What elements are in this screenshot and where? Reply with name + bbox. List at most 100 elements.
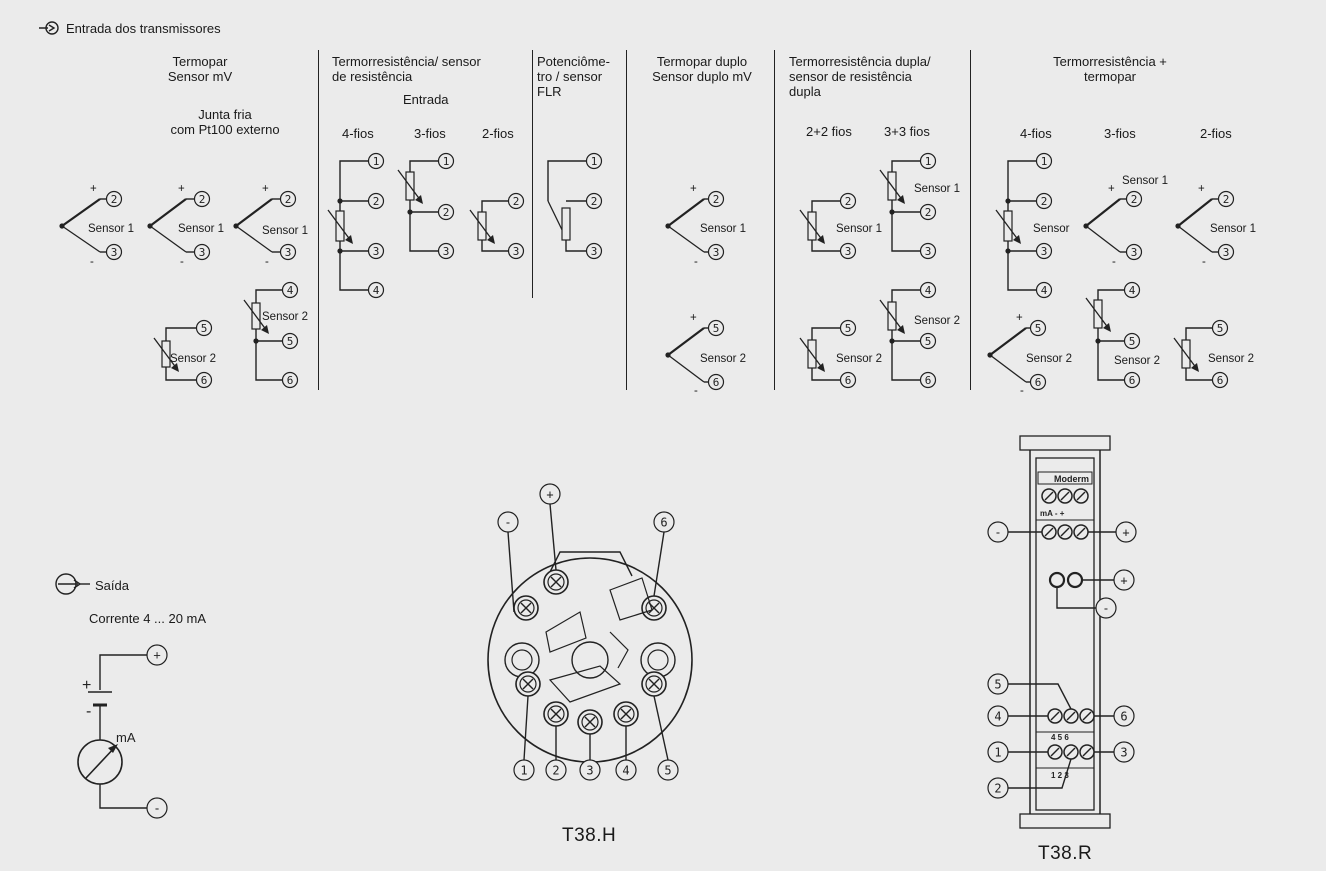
ammeter-label: mA — [116, 730, 136, 745]
wire — [243, 299, 268, 332]
col5-title-line2: sensor de resistência — [789, 69, 912, 84]
potentiometer — [561, 207, 571, 241]
wire — [620, 708, 632, 720]
wire — [550, 708, 562, 720]
terminal-number: 1 — [591, 155, 598, 168]
wire — [1044, 527, 1054, 537]
head-top-notch — [547, 551, 633, 577]
wire — [1060, 491, 1070, 501]
sensor2-label: Sensor 2 — [262, 311, 309, 323]
terminal-number: 5 — [201, 322, 208, 335]
junction-dot — [665, 352, 671, 358]
terminal-number: 3 — [443, 245, 450, 258]
callout-text: - — [994, 526, 1001, 540]
terminal-6 — [707, 373, 725, 391]
terminal-3 — [919, 242, 937, 260]
terminal-number: 5 — [925, 335, 932, 348]
wire — [235, 198, 273, 227]
rail-callout-plus — [1115, 521, 1137, 543]
terminal-2 — [193, 190, 211, 208]
terminal-2 — [105, 190, 123, 208]
terminal-5 — [1123, 332, 1141, 350]
terminal-number: 4 — [925, 284, 932, 297]
wire — [1076, 491, 1086, 501]
terminal-number: 5 — [1217, 322, 1224, 335]
terminal-number: 2 — [925, 206, 932, 219]
wire — [1044, 491, 1054, 501]
callout-text: + — [546, 488, 553, 502]
terminal-3 — [437, 242, 455, 260]
wire — [1097, 289, 1124, 381]
col1-title-line1: Termopar — [172, 54, 228, 69]
callout-minus — [497, 511, 519, 533]
terminal-5 — [707, 319, 725, 337]
wire — [1066, 747, 1076, 757]
junction-dot — [1005, 248, 1011, 254]
col6-4wire: 4-fios — [1020, 126, 1052, 141]
terminal-1 — [367, 152, 385, 170]
terminal-number: 6 — [201, 374, 208, 387]
sensor1-label: Sensor 1 — [1122, 175, 1169, 187]
junction-dot — [889, 209, 895, 215]
wire — [523, 695, 529, 761]
callout-6 — [653, 511, 675, 533]
arrow-head — [171, 363, 179, 372]
col1-title-line2: Sensor mV — [167, 69, 233, 84]
terminal-number: 4 — [287, 284, 294, 297]
callout-text: + — [1122, 526, 1129, 540]
rail-bottom-clip — [1019, 813, 1111, 829]
col2-3wire: 3-fios — [414, 126, 446, 141]
wire — [1085, 225, 1121, 253]
terminal-number: 6 — [1129, 374, 1136, 387]
terminal-3 — [105, 243, 123, 261]
col6-title: Termorresistência + termopar — [1040, 54, 1180, 84]
terminal-2 — [437, 203, 455, 221]
terminal-number: 3 — [285, 246, 292, 259]
col3-title-line2: tro / sensor — [537, 69, 603, 84]
junction-dot — [337, 248, 343, 254]
wire — [1066, 711, 1076, 721]
output-current: Corrente 4 ... 20 mA — [89, 611, 207, 626]
terminal-5 — [839, 319, 857, 337]
terminal-number: 5 — [1035, 322, 1042, 335]
terminal-number: 3 — [111, 246, 118, 259]
terminal-2 — [919, 203, 937, 221]
terminal-1 — [585, 152, 603, 170]
terminal-6 — [839, 371, 857, 389]
terminal-6 — [1029, 373, 1047, 391]
rail-callout-4 — [987, 705, 1009, 727]
callout-text: 5 — [664, 764, 671, 778]
callout-text: 1 — [520, 764, 527, 778]
callout-text: 6 — [660, 516, 667, 530]
wire — [584, 716, 596, 728]
callout-text: 1 — [994, 746, 1001, 760]
terminal-number: 3 — [513, 245, 520, 258]
terminal-number: 2 — [713, 193, 720, 206]
head-center-hole — [571, 641, 609, 679]
terminal-3 — [367, 242, 385, 260]
junction-dot — [337, 198, 343, 204]
callout-text: 3 — [586, 764, 593, 778]
terminal-number: 5 — [1129, 335, 1136, 348]
terminal-number: 5 — [845, 322, 852, 335]
label-plate — [545, 611, 587, 653]
mounting-hole-inner — [647, 649, 669, 671]
callout-text: 3 — [1120, 746, 1127, 760]
terminal-4 — [1035, 281, 1053, 299]
terminal-sign: - — [155, 801, 159, 816]
terminal-4 — [919, 281, 937, 299]
terminal-number: 3 — [199, 246, 206, 259]
terminal-3 — [279, 243, 297, 261]
minus-sign: - — [1112, 256, 1116, 268]
wire — [1082, 711, 1092, 721]
col4-title: Termopar duplo Sensor duplo mV — [632, 54, 772, 84]
rail-callout-1 — [987, 741, 1009, 763]
sensor-label: Sensor — [1033, 223, 1070, 235]
callout-text: + — [1120, 574, 1127, 588]
sensor1-label: Sensor 1 — [178, 223, 225, 235]
col2-sub: Entrada — [403, 92, 449, 107]
wire — [891, 160, 920, 252]
col1-sub-line1: Junta fria — [198, 107, 252, 122]
col5-title-line1: Termorresistência dupla/ — [789, 54, 931, 69]
